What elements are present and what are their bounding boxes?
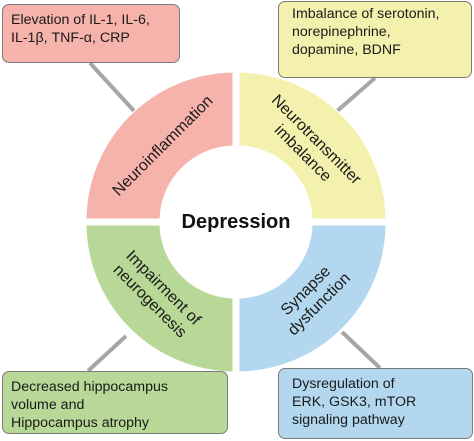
box-line: Elevation of IL-1, IL-6, xyxy=(11,12,150,28)
center-title: Depression xyxy=(182,211,291,233)
box-line: norepinephrine, xyxy=(292,24,391,40)
box-line: Dysregulation of xyxy=(292,376,395,392)
connector-top-left xyxy=(88,61,137,114)
segment-synapse-dysfunction xyxy=(238,224,387,373)
connector-bottom-left xyxy=(86,334,128,373)
box-line: Decreased hippocampus xyxy=(11,379,168,395)
box-neuroinflammation-markers: Elevation of IL-1, IL-6, IL-1β, TNF-α, C… xyxy=(2,4,180,63)
box-line: Hippocampus atrophy xyxy=(11,415,150,431)
box-line: volume and xyxy=(11,397,85,413)
box-signaling-dysregulation: Dysregulation of ERK, GSK3, mTOR signali… xyxy=(278,368,473,439)
box-hippocampus-changes: Decreased hippocampus volume and Hippoca… xyxy=(2,371,228,434)
connector-top-right xyxy=(334,76,377,114)
box-line: signaling pathway xyxy=(292,412,405,428)
connector-bottom-right xyxy=(340,330,382,370)
segment-neurotransmitter-imbalance xyxy=(238,71,387,220)
box-neurotransmitter-imbalance: Imbalance of serotonin, norepinephrine, … xyxy=(278,1,472,78)
box-line: dopamine, BDNF xyxy=(292,42,401,58)
box-line: Imbalance of serotonin, xyxy=(292,6,440,22)
segment-impairment-of-neurogenesis xyxy=(85,224,234,373)
box-line: IL-1β, TNF-α, CRP xyxy=(11,30,130,46)
box-line: ERK, GSK3, mTOR xyxy=(292,394,417,410)
connector-lines xyxy=(86,61,382,373)
segment-neuroinflammation xyxy=(85,71,234,220)
